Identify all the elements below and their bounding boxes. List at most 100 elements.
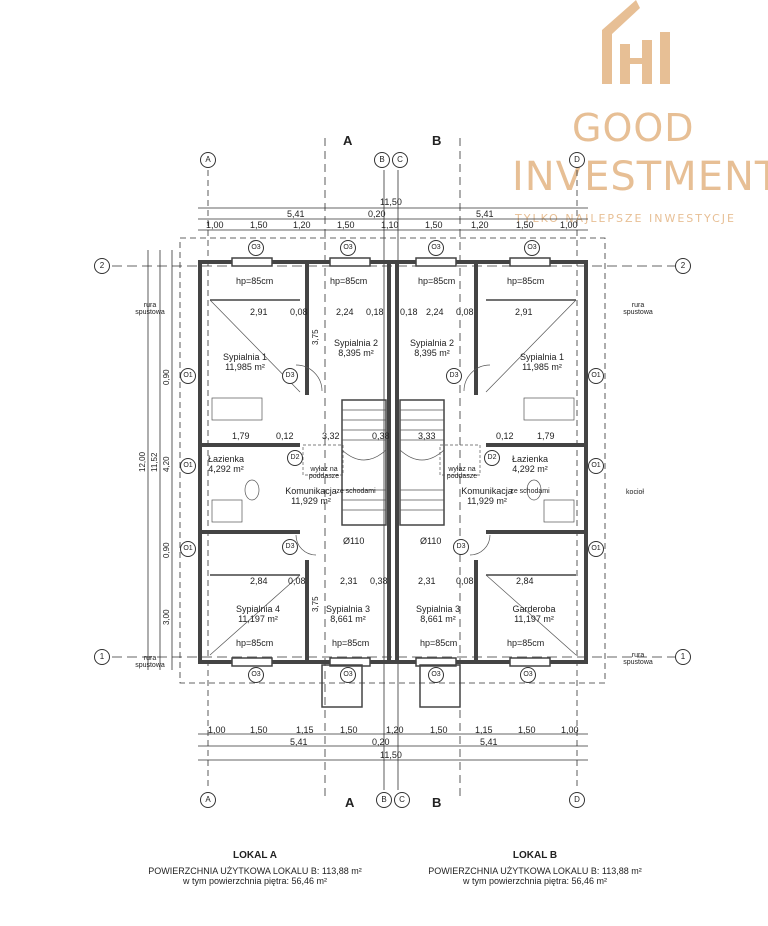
dim-bot-seg: 1,50 bbox=[430, 725, 448, 735]
door-marker-d3: D3 bbox=[282, 368, 298, 384]
dim-inner-top: 0,08 bbox=[456, 307, 474, 317]
stairs-note-right: ze schodami bbox=[510, 488, 550, 495]
dim-left-c: 0,90 bbox=[162, 369, 171, 385]
axis-b-bottom: B bbox=[376, 792, 392, 808]
dim-half-bot-left: 5,41 bbox=[290, 737, 308, 747]
axis-a-bottom: A bbox=[200, 792, 216, 808]
window-marker-o3: O3 bbox=[428, 667, 444, 683]
dim-inner-top: 0,18 bbox=[366, 307, 384, 317]
dim-inner-bottom: 2,31 bbox=[418, 576, 436, 586]
note-attic-right: wyłaz na poddasze bbox=[446, 466, 478, 480]
dim-inner-top: 0,18 bbox=[400, 307, 418, 317]
dim-bot-seg: 1,15 bbox=[296, 725, 314, 735]
window-marker-o3: O3 bbox=[340, 667, 356, 683]
dim-misc: 3,33 bbox=[418, 431, 436, 441]
dim-bot-seg: 1,50 bbox=[250, 725, 268, 735]
hp-label: hp=85cm bbox=[507, 638, 545, 648]
dim-inner-bottom: 0,08 bbox=[288, 576, 306, 586]
dim-misc: 3,75 bbox=[311, 329, 320, 345]
window-marker-o1: O1 bbox=[180, 458, 196, 474]
dim-misc: 0,12 bbox=[496, 431, 514, 441]
hp-label: hp=85cm bbox=[330, 276, 368, 286]
section-b-top: B bbox=[432, 133, 442, 148]
window-marker-o3: O3 bbox=[520, 667, 536, 683]
section-a-top: A bbox=[343, 133, 353, 148]
logo-tagline: TYLKO NAJLEPSZE INWESTYCJE bbox=[515, 212, 737, 225]
dim-half-top-left: 5,41 bbox=[287, 209, 305, 219]
dim-left-a: 4,20 bbox=[162, 456, 171, 472]
note-rura-spustowa: rura spustowa bbox=[135, 302, 165, 316]
dim-half-top-right: 5,41 bbox=[476, 209, 494, 219]
section-a-bottom: A bbox=[345, 795, 355, 810]
axis-2-right: 2 bbox=[675, 258, 691, 274]
dim-inner-bottom: 2,31 bbox=[340, 576, 358, 586]
dim-total-bot: 11,50 bbox=[380, 750, 402, 760]
axis-1-left: 1 bbox=[94, 649, 110, 665]
lokal-a-summary: LOKAL A POWIERZCHNIA UŻYTKOWA LOKALU B: … bbox=[148, 850, 362, 886]
dim-inner-bottom: 2,84 bbox=[250, 576, 268, 586]
door-marker-d2: D2 bbox=[484, 450, 500, 466]
axis-d-bottom: D bbox=[569, 792, 585, 808]
section-b-bottom: B bbox=[432, 795, 442, 810]
dim-top-seg: 1,00 bbox=[560, 220, 578, 230]
dim-misc: 1,79 bbox=[537, 431, 555, 441]
stairs-note-left: ze schodami bbox=[336, 488, 376, 495]
dim-inner-bottom: 0,38 bbox=[370, 576, 388, 586]
lokal-b-summary: LOKAL B POWIERZCHNIA UŻYTKOWA LOKALU B: … bbox=[428, 850, 642, 886]
dim-misc: 0,38 bbox=[372, 431, 390, 441]
hp-label: hp=85cm bbox=[236, 638, 274, 648]
dim-top-seg: 1,10 bbox=[381, 220, 399, 230]
hp-label: hp=85cm bbox=[507, 276, 545, 286]
window-marker-o3: O3 bbox=[340, 240, 356, 256]
note-rura-spustowa: rura spustowa bbox=[623, 652, 653, 666]
dim-bot-seg: 1,15 bbox=[475, 725, 493, 735]
dim-mid-top: 0,20 bbox=[368, 209, 386, 219]
note-rura-spustowa: rura spustowa bbox=[623, 302, 653, 316]
dim-left-b: 3,00 bbox=[162, 609, 171, 625]
dim-misc: 1,79 bbox=[232, 431, 250, 441]
dim-total-top: 11,50 bbox=[380, 197, 402, 207]
note-rura-spustowa: rura spustowa bbox=[135, 655, 165, 669]
window-marker-o3: O3 bbox=[248, 667, 264, 683]
window-marker-o1: O1 bbox=[588, 541, 604, 557]
dim-top-seg: 1,50 bbox=[516, 220, 534, 230]
dim-inner-bottom: 2,84 bbox=[516, 576, 534, 586]
dim-misc: 3,32 bbox=[322, 431, 340, 441]
dim-bot-seg: 1,00 bbox=[208, 725, 226, 735]
dim-top-seg: 1,20 bbox=[293, 220, 311, 230]
door-marker-d3: D3 bbox=[282, 539, 298, 555]
hp-label: hp=85cm bbox=[420, 638, 458, 648]
logo-investment: INVESTMENT bbox=[512, 154, 768, 200]
axis-c-bottom: C bbox=[394, 792, 410, 808]
dim-top-seg: 1,50 bbox=[337, 220, 355, 230]
door-marker-d3: D3 bbox=[446, 368, 462, 384]
note-attic-left: wyłaz na poddasze bbox=[308, 466, 340, 480]
dim-top-seg: 1,50 bbox=[425, 220, 443, 230]
dim-mid-bot: 0,20 bbox=[372, 737, 390, 747]
dim-top-seg: 1,20 bbox=[471, 220, 489, 230]
dim-left-inner: 11,52 bbox=[150, 452, 159, 472]
dim-bot-seg: 1,20 bbox=[386, 725, 404, 735]
door-marker-d2: D2 bbox=[287, 450, 303, 466]
dim-half-bot-right: 5,41 bbox=[480, 737, 498, 747]
dim-inner-top: 0,08 bbox=[290, 307, 308, 317]
dim-inner-bottom: 0,08 bbox=[456, 576, 474, 586]
door-marker-d3: D3 bbox=[453, 539, 469, 555]
window-marker-o3: O3 bbox=[428, 240, 444, 256]
logo-mark bbox=[602, 0, 670, 84]
axis-d-top: D bbox=[569, 152, 585, 168]
dim-inner-top: 2,91 bbox=[515, 307, 533, 317]
dim-top-seg: 1,50 bbox=[250, 220, 268, 230]
dim-misc: 0,12 bbox=[276, 431, 294, 441]
dim-inner-top: 2,24 bbox=[426, 307, 444, 317]
